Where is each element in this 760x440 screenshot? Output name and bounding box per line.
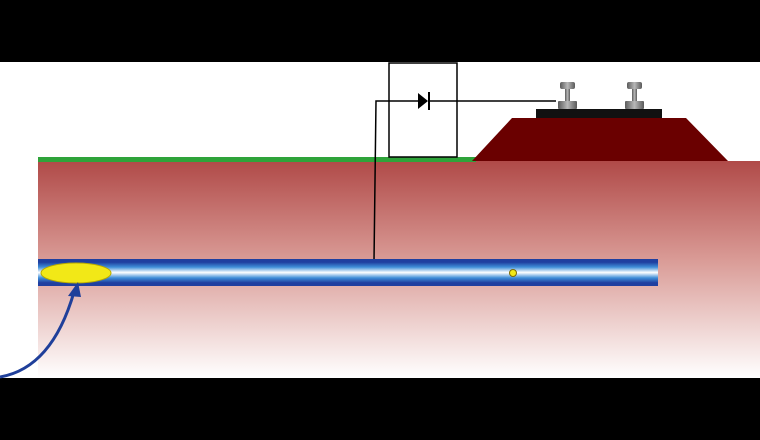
indicator-arrow [0, 282, 81, 379]
rail-right [625, 82, 644, 109]
coating-defect [40, 262, 112, 284]
grass-surface [38, 157, 476, 162]
drainage-box [388, 62, 458, 158]
connection-wire-pipe [373, 100, 418, 262]
rail-left [558, 82, 577, 109]
small-defect [509, 269, 517, 277]
railway-embankment [472, 118, 728, 161]
diode-symbol [418, 92, 430, 110]
buried-pipeline [38, 259, 658, 286]
rail-sleeper [536, 109, 662, 118]
